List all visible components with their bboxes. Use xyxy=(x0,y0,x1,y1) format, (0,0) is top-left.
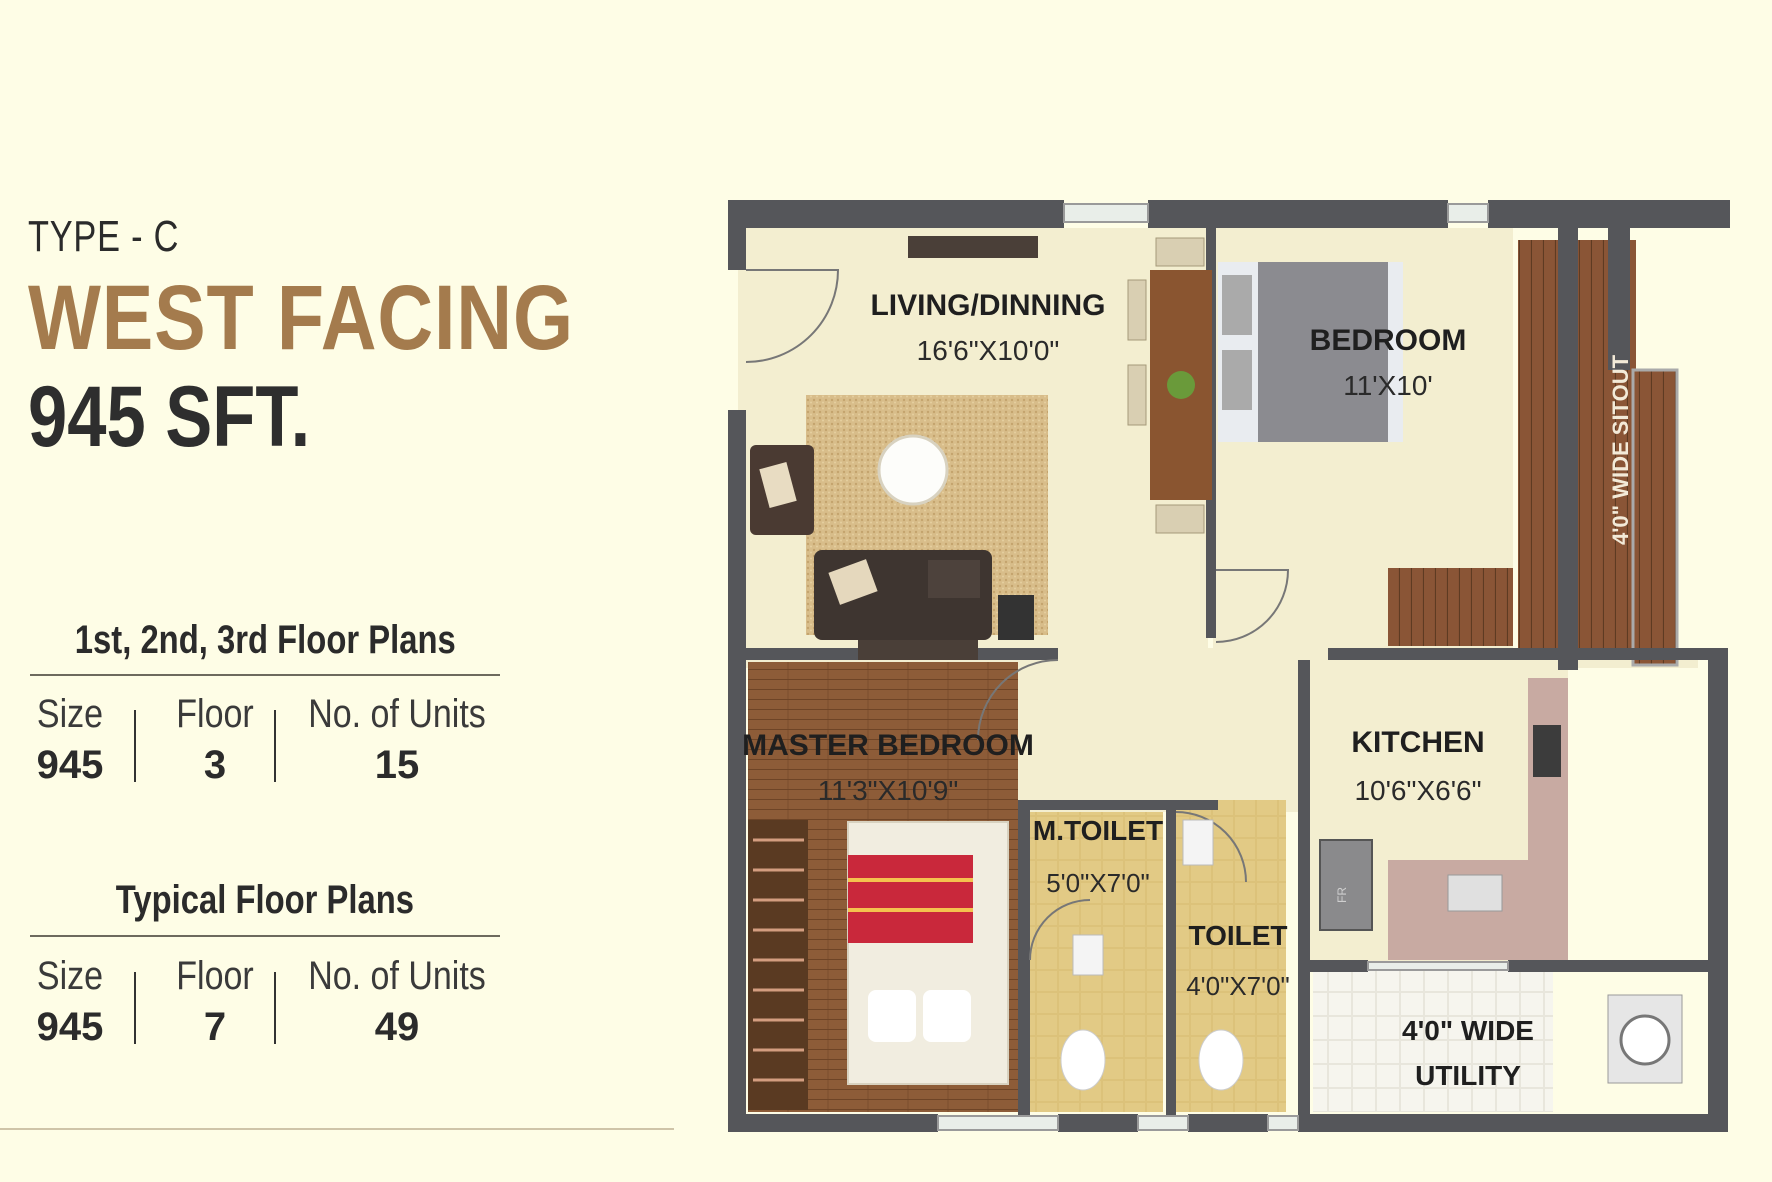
table2-divider-2 xyxy=(274,972,276,1044)
master-wardrobe xyxy=(748,820,808,1110)
toilet-wc xyxy=(1198,1029,1244,1091)
table1-floor-value: 3 xyxy=(203,743,227,787)
floor-plan: FR LIVING/DINNING BEDROOM MASTER BEDROOM… xyxy=(728,200,1746,1149)
table2-size-value: 945 xyxy=(36,1005,104,1049)
kitchen-size: 10'6"X6'6" xyxy=(1354,775,1481,806)
table1-units-col: No. of Units 15 xyxy=(292,692,502,788)
table1-size-header: Size xyxy=(36,692,104,736)
table2-floor-header: Floor xyxy=(176,954,254,998)
master-label: MASTER BEDROOM xyxy=(742,729,1034,762)
sitout-label: 4'0" WIDE SITOUT xyxy=(1608,354,1633,545)
info-panel: TYPE - C WEST FACING 945 SFT. 1st, 2nd, … xyxy=(0,0,680,1182)
table1-units-value: 15 xyxy=(374,743,420,787)
bedroom-label: BEDROOM xyxy=(1310,324,1467,357)
utility-floor xyxy=(1313,970,1553,1112)
table2-floor-value: 7 xyxy=(203,1005,227,1049)
living-label: LIVING/DINNING xyxy=(870,289,1105,322)
utility-label-1: 4'0" WIDE xyxy=(1402,1015,1534,1046)
mtoilet-label: M.TOILET xyxy=(1033,815,1163,846)
table1-floor-header: Floor xyxy=(176,692,254,736)
table1-heading: 1st, 2nd, 3rd Floor Plans xyxy=(74,618,456,662)
windows xyxy=(937,203,1509,1131)
master-size: 11'3"X10'9" xyxy=(818,775,959,806)
living-size: 16'6"X10'0" xyxy=(917,335,1060,366)
table1-divider-2 xyxy=(274,710,276,782)
table2-rule xyxy=(30,935,500,937)
area-title: 945 SFT. xyxy=(28,369,311,465)
mtoilet-wc xyxy=(1060,1029,1106,1091)
table1-divider-1 xyxy=(134,710,136,782)
table1-size-col: Size 945 xyxy=(30,692,110,788)
floor-plan-svg: FR LIVING/DINNING BEDROOM MASTER BEDROOM… xyxy=(728,200,1730,1132)
plant xyxy=(1167,371,1195,399)
side-table xyxy=(998,595,1034,640)
table2-floor-col: Floor 7 xyxy=(150,954,280,1050)
doors xyxy=(745,269,1290,961)
fridge xyxy=(1319,839,1373,931)
table1-units-header: No. of Units xyxy=(308,692,486,736)
table1-size-value: 945 xyxy=(36,743,104,787)
utility-label-2: UTILITY xyxy=(1415,1060,1521,1091)
coffee-table xyxy=(877,434,949,506)
table1-rule xyxy=(30,674,500,676)
table1-floor-col: Floor 3 xyxy=(150,692,280,788)
bedroom-size: 11'X10' xyxy=(1343,370,1433,401)
tv-unit xyxy=(908,236,1038,258)
table2-size-col: Size 945 xyxy=(30,954,110,1050)
type-label: TYPE - C xyxy=(28,212,180,261)
bottom-divider xyxy=(0,1128,674,1130)
table2-units-value: 49 xyxy=(374,1005,420,1049)
fridge-label: FR xyxy=(1335,887,1349,903)
table2-heading: Typical Floor Plans xyxy=(115,878,415,922)
table2-units-col: No. of Units 49 xyxy=(292,954,502,1050)
wardrobe xyxy=(1388,568,1513,646)
table2-units-header: No. of Units xyxy=(308,954,486,998)
passage-floor xyxy=(1018,662,1298,812)
table2-divider-1 xyxy=(134,972,136,1044)
kitchen-sink xyxy=(1447,874,1503,912)
facing-title: WEST FACING xyxy=(28,267,574,369)
mtoilet-size: 5'0"X7'0" xyxy=(1046,868,1150,898)
table2-size-header: Size xyxy=(36,954,104,998)
toilet-label: TOILET xyxy=(1188,920,1287,951)
stove xyxy=(1533,725,1561,777)
toilet-size: 4'0"X7'0" xyxy=(1186,971,1290,1001)
table1: Size 945 Floor 3 No. of Units 15 xyxy=(30,692,500,792)
table2: Size 945 Floor 7 No. of Units 49 xyxy=(30,954,500,1054)
kitchen-label: KITCHEN xyxy=(1351,726,1484,759)
